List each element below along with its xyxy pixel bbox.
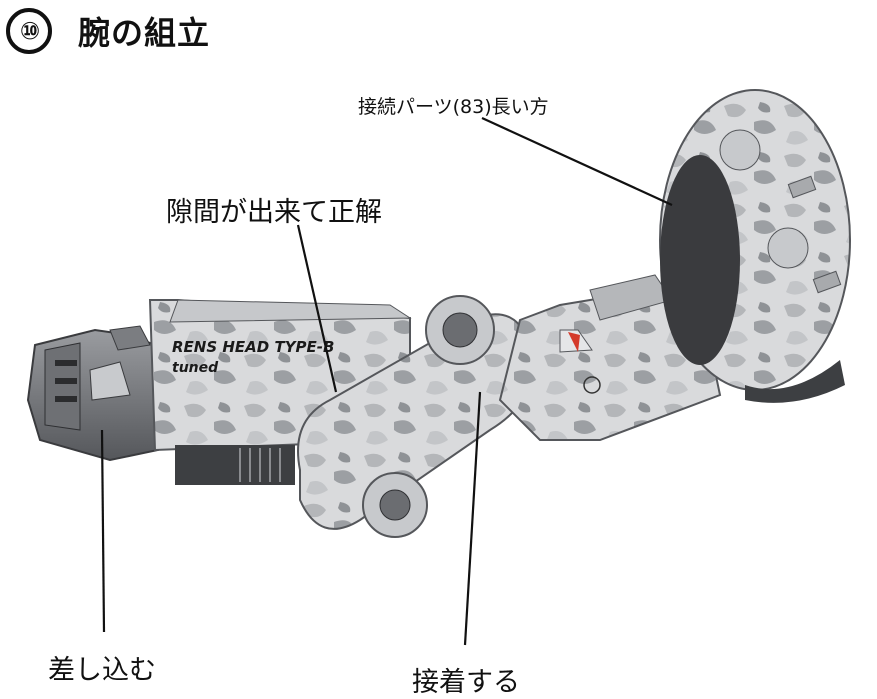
step-heading: ⑩ 腕の組立 xyxy=(6,8,210,54)
leader-gap xyxy=(296,224,338,393)
callout-long-part: 接続パーツ(83)長い方 xyxy=(358,96,549,118)
leader-glue xyxy=(463,391,482,646)
callout-gap-ok: 隙間が出来て正解 xyxy=(166,197,382,228)
model-print-line2: tuned xyxy=(172,360,219,376)
callout-glue: 接着する xyxy=(412,667,520,698)
step-number-badge: ⑩ xyxy=(6,8,52,54)
step-title: 腕の組立 xyxy=(78,14,211,52)
callout-leader-lines xyxy=(100,116,673,646)
hand-connector-part xyxy=(26,325,160,462)
leader-long-part xyxy=(481,116,673,207)
upper-arm-block xyxy=(498,274,722,441)
elbow-joint xyxy=(297,295,533,538)
shoulder-ring xyxy=(659,89,851,403)
model-print-line1: RENS HEAD TYPE-B xyxy=(172,338,334,356)
leader-insert xyxy=(100,429,106,633)
callout-insert: 差し込む xyxy=(48,655,156,686)
